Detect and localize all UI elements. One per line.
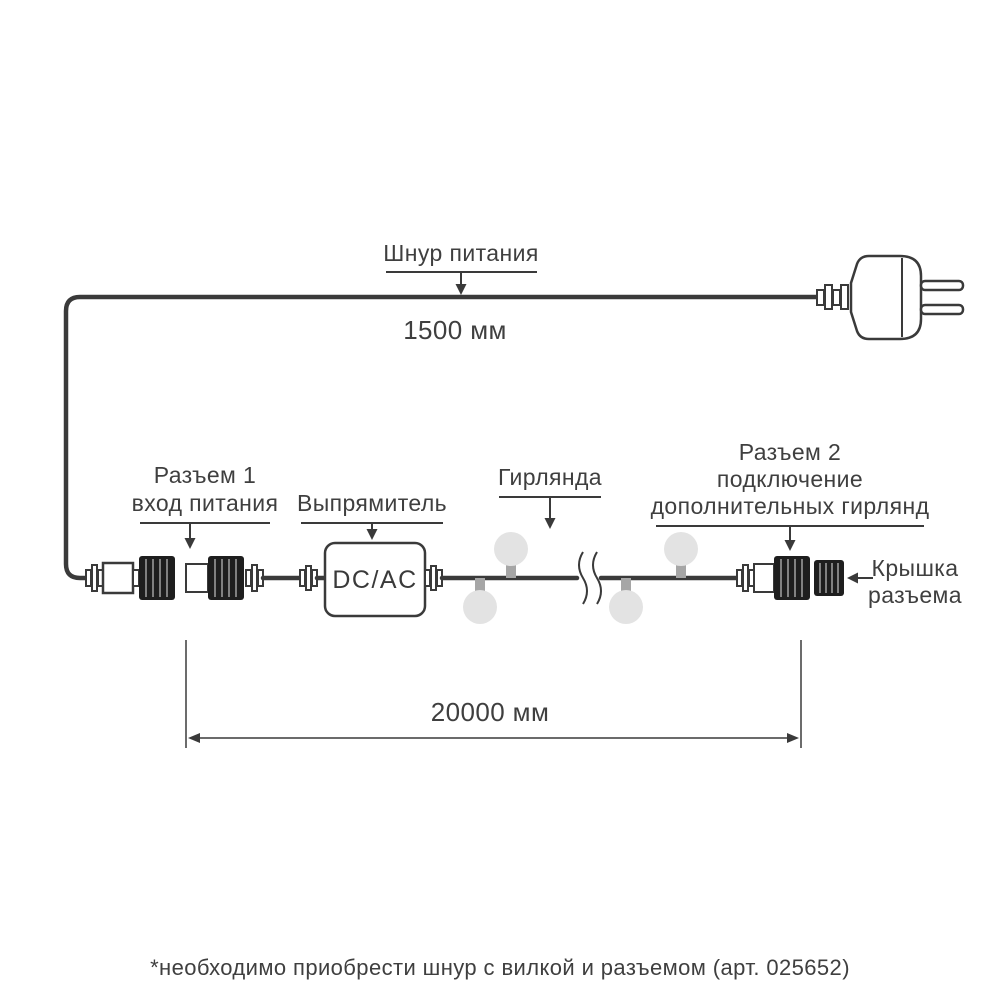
bulb-socket [506, 565, 516, 578]
connector2-sleeve [753, 563, 775, 593]
arrow-down-icon [366, 529, 378, 540]
connector2 [736, 556, 844, 600]
power-plug [816, 254, 965, 341]
footnote: *необходимо приобрести шнур с вилкой и р… [150, 955, 850, 980]
connector2-label-group: Разъем 2 подключение дополнительных гирл… [651, 439, 930, 551]
connector1-barrel [101, 561, 135, 595]
connector1-sleeve [185, 563, 209, 593]
garland-dimension: 20000 мм [185, 640, 802, 748]
bellows [245, 569, 252, 587]
bulb-socket [621, 578, 631, 591]
connector1-male [85, 556, 175, 600]
connector2-label-line3: дополнительных гирлянд [651, 493, 930, 519]
connector1-tip [132, 569, 140, 587]
garland-label: Гирлянда [498, 464, 602, 490]
bulb-socket [475, 578, 485, 591]
garland-label-group: Гирлянда [498, 464, 602, 529]
bulb [609, 590, 643, 624]
plug-strain-relief [816, 289, 825, 306]
bellows [85, 569, 92, 587]
bulb-socket [676, 565, 686, 578]
plug-body [849, 254, 923, 341]
cap-label-line1: Крышка [872, 555, 959, 581]
bellows [299, 569, 306, 587]
connector1-female [185, 556, 264, 600]
bulb [664, 532, 698, 566]
cap-label-group: Крышка разъема [847, 555, 962, 608]
bellows [305, 565, 312, 591]
connector1-label-group: Разъем 1 вход питания [132, 462, 279, 549]
rectifier-box: DC/AC [323, 541, 427, 618]
bulb [463, 590, 497, 624]
arrow-down-icon [544, 518, 556, 529]
plug-pin [919, 303, 965, 316]
plug-pin [919, 279, 965, 292]
connector1-female-nut [208, 556, 244, 600]
arrow-right-icon [787, 733, 799, 743]
plug-strain-relief [832, 289, 841, 306]
bellows [91, 564, 98, 592]
power-cord-wire [63, 294, 821, 581]
bellows [251, 564, 258, 592]
rectifier-box-text: DC/AC [332, 566, 417, 594]
bellows [424, 569, 431, 587]
arrow-left-icon [847, 572, 858, 584]
connector1-label-line1: Разъем 1 [154, 462, 257, 488]
rectifier-label: Выпрямитель [297, 490, 447, 516]
connector-cap [814, 560, 844, 596]
connector2-label-line1: Разъем 2 [739, 439, 842, 465]
cord-length-text: 1500 мм [403, 315, 507, 345]
garland-length-text: 20000 мм [431, 697, 549, 727]
power-cord-label: Шнур питания [383, 240, 538, 266]
arrow-left-icon [188, 733, 200, 743]
connector1-nut [139, 556, 175, 600]
arrow-down-icon [455, 284, 467, 295]
break-curve [578, 551, 588, 605]
garland-bulbs [463, 532, 698, 624]
bulb [494, 532, 528, 566]
arrow-down-icon [184, 538, 196, 549]
rectifier-label-group: Выпрямитель [297, 490, 447, 540]
plug-strain-relief [824, 284, 833, 310]
power-cord-label-group: Шнур питания [383, 240, 538, 295]
connector2-label-line2: подключение [717, 466, 863, 492]
cap-label-line2: разъема [868, 582, 962, 608]
wire-break-symbol [578, 551, 602, 605]
bellows [430, 565, 437, 591]
connector1-label-line2: вход питания [132, 490, 279, 516]
connector2-nut [774, 556, 810, 600]
plug-strain-relief [840, 284, 849, 310]
bellows [742, 564, 749, 592]
arrow-down-icon [784, 540, 796, 551]
bellows [736, 569, 743, 587]
break-curve [592, 551, 602, 605]
